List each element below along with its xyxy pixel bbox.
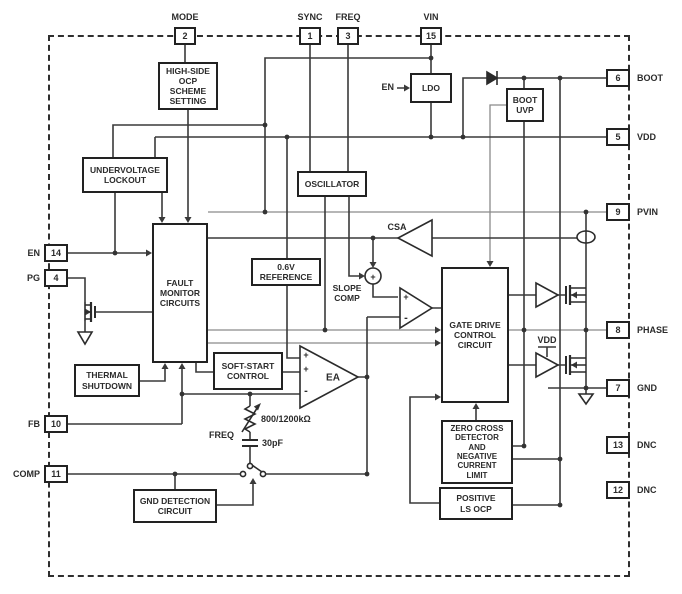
switch-contact [259, 470, 267, 478]
pin-vdd-label: VDD [637, 132, 657, 142]
csa-label: CSA [387, 222, 407, 232]
current-sense-probe [576, 230, 596, 244]
comparator-plus-input: + [403, 292, 409, 302]
driver-vdd-label: VDD [537, 335, 557, 345]
pin-mode: 2 [174, 27, 196, 45]
pin-en-label: EN [27, 248, 40, 258]
pin-gnd: 7 [606, 379, 630, 397]
capacitor-value-label: 30pF [262, 438, 284, 448]
pin-freq: 3 [337, 27, 359, 45]
block-ldo: LDO [410, 73, 452, 103]
block-oscillator: OSCILLATOR [297, 171, 367, 197]
components [76, 70, 596, 478]
pin-dnc-13: 13 [606, 436, 630, 454]
wires-light [208, 104, 606, 344]
slope-comp-label: SLOPE COMP [332, 283, 362, 303]
block-gate-drive: GATE DRIVE CONTROL CIRCUIT [441, 267, 509, 403]
comparator-minus-input: - [404, 312, 408, 324]
pin-comp-label: COMP [13, 469, 40, 479]
pin-fb-label: FB [28, 419, 40, 429]
pin-freq-label: FREQ [335, 12, 361, 22]
block-fault-monitor: FAULT MONITOR CIRCUITS [152, 223, 208, 363]
block-zero-cross: ZERO CROSS DETECTOR AND NEGATIVE CURRENT… [441, 420, 513, 484]
junction-dots [112, 55, 589, 508]
block-reference: 0.6V REFERENCE [251, 258, 321, 286]
switch-contact [239, 470, 247, 478]
wire [208, 104, 606, 344]
freq-resistor [243, 405, 257, 433]
pin-pg: 4 [44, 269, 68, 287]
slope-comp-summer [364, 267, 382, 285]
pin-gnd-label: GND [637, 383, 657, 393]
block-high-side-ocp: HIGH-SIDE OCP SCHEME SETTING [158, 62, 218, 110]
block-gnd-detection: GND DETECTION CIRCUIT [133, 489, 217, 523]
block-boot-uvp: BOOT UVP [506, 88, 544, 122]
ldo-en-label: EN [381, 82, 394, 92]
switch-contact [246, 462, 254, 470]
ground-symbol [76, 331, 94, 346]
csa-amplifier [396, 218, 433, 258]
ls-mosfet [565, 355, 586, 375]
pin-vdd: 5 [606, 128, 630, 146]
freq-resistor-arrow [241, 404, 260, 433]
ls-driver [535, 351, 560, 379]
pin-sync-label: SYNC [297, 12, 323, 22]
pin-boot-label: BOOT [637, 73, 663, 83]
boot-diode [486, 70, 499, 86]
pin-dnc-12: 12 [606, 481, 630, 499]
pin-fb: 10 [44, 415, 68, 433]
pin-dnc-12-label: DNC [637, 485, 657, 495]
pin-mode-label: MODE [171, 12, 199, 22]
pg-mosfet [84, 302, 96, 322]
resistor-value-label: 800/1200kΩ [261, 414, 311, 424]
pin-pg-label: PG [26, 273, 40, 283]
pin-pvin: 9 [606, 203, 630, 221]
pwm-comparator [399, 286, 434, 330]
pin-phase: 8 [606, 321, 630, 339]
pin-phase-label: PHASE [637, 325, 669, 335]
pin-vin-label: VIN [423, 12, 439, 22]
comp-capacitor [242, 439, 258, 447]
ea-plus-input: + [303, 350, 309, 360]
pin-boot: 6 [606, 69, 630, 87]
error-amplifier [299, 344, 360, 410]
freq-resistor-label: FREQ [208, 430, 234, 440]
pin-vin: 15 [420, 27, 442, 45]
pin-pvin-label: PVIN [637, 207, 659, 217]
block-positive-ls-ocp: POSITIVE LS OCP [439, 487, 513, 520]
ea-label: EA [326, 372, 340, 384]
ground-symbol [577, 393, 595, 406]
pin-sync: 1 [299, 27, 321, 45]
pin-en: 14 [44, 244, 68, 262]
slope-summer-plus: + [370, 272, 376, 282]
ea-minus-input: - [304, 385, 308, 397]
hs-driver [535, 281, 560, 309]
block-thermal-shutdown: THERMAL SHUTDOWN [74, 364, 140, 397]
pin-comp: 11 [44, 465, 68, 483]
block-soft-start: SOFT-START CONTROL [213, 352, 283, 390]
pin-dnc-13-label: DNC [637, 440, 657, 450]
block-undervoltage-lockout: UNDERVOLTAGE LOCKOUT [82, 157, 168, 193]
ea-plus-input: + [303, 364, 309, 374]
hs-mosfet [565, 285, 586, 305]
